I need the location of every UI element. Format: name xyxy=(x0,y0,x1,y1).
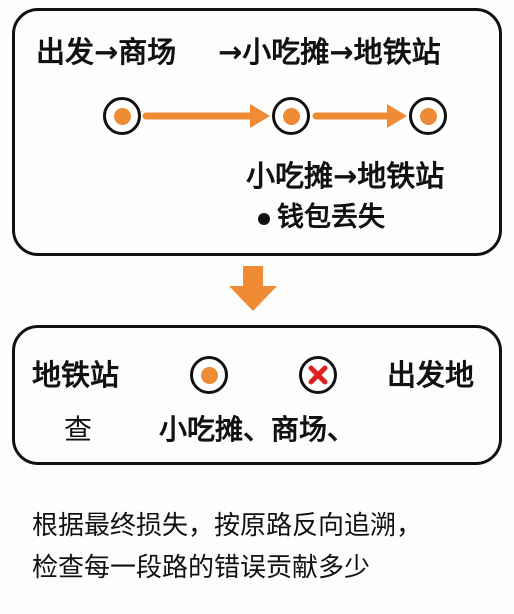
path-label-start: 出发→商场 xyxy=(36,35,177,69)
start-node xyxy=(103,97,141,135)
arrow-down-icon xyxy=(229,266,277,311)
forward-arrow-1 xyxy=(142,104,270,128)
loss-label: 钱包丢失 xyxy=(277,202,385,233)
caption-line-1: 根据最终损失，按原路反向追溯， xyxy=(32,511,423,541)
check-label: 查 xyxy=(64,413,93,446)
middle-node xyxy=(272,97,310,135)
segments-label: 小吃摊、商场、 xyxy=(159,413,356,446)
x-mark-icon xyxy=(308,365,328,385)
forward-arrow-2 xyxy=(312,104,407,128)
origin-label: 出发地 xyxy=(387,358,475,392)
destination-label: 地铁站 xyxy=(32,358,120,392)
middle-node-back xyxy=(190,356,228,394)
branch-label: 小吃摊→地铁站 xyxy=(246,159,445,193)
end-node xyxy=(409,97,447,135)
caption-line-2: 检查每一段路的错误贡献多少 xyxy=(32,553,371,583)
path-label-continued: →小吃摊→地铁站 xyxy=(218,35,441,69)
backward-path-panel xyxy=(12,325,502,465)
error-node xyxy=(299,356,337,394)
bullet-dot xyxy=(258,213,270,225)
